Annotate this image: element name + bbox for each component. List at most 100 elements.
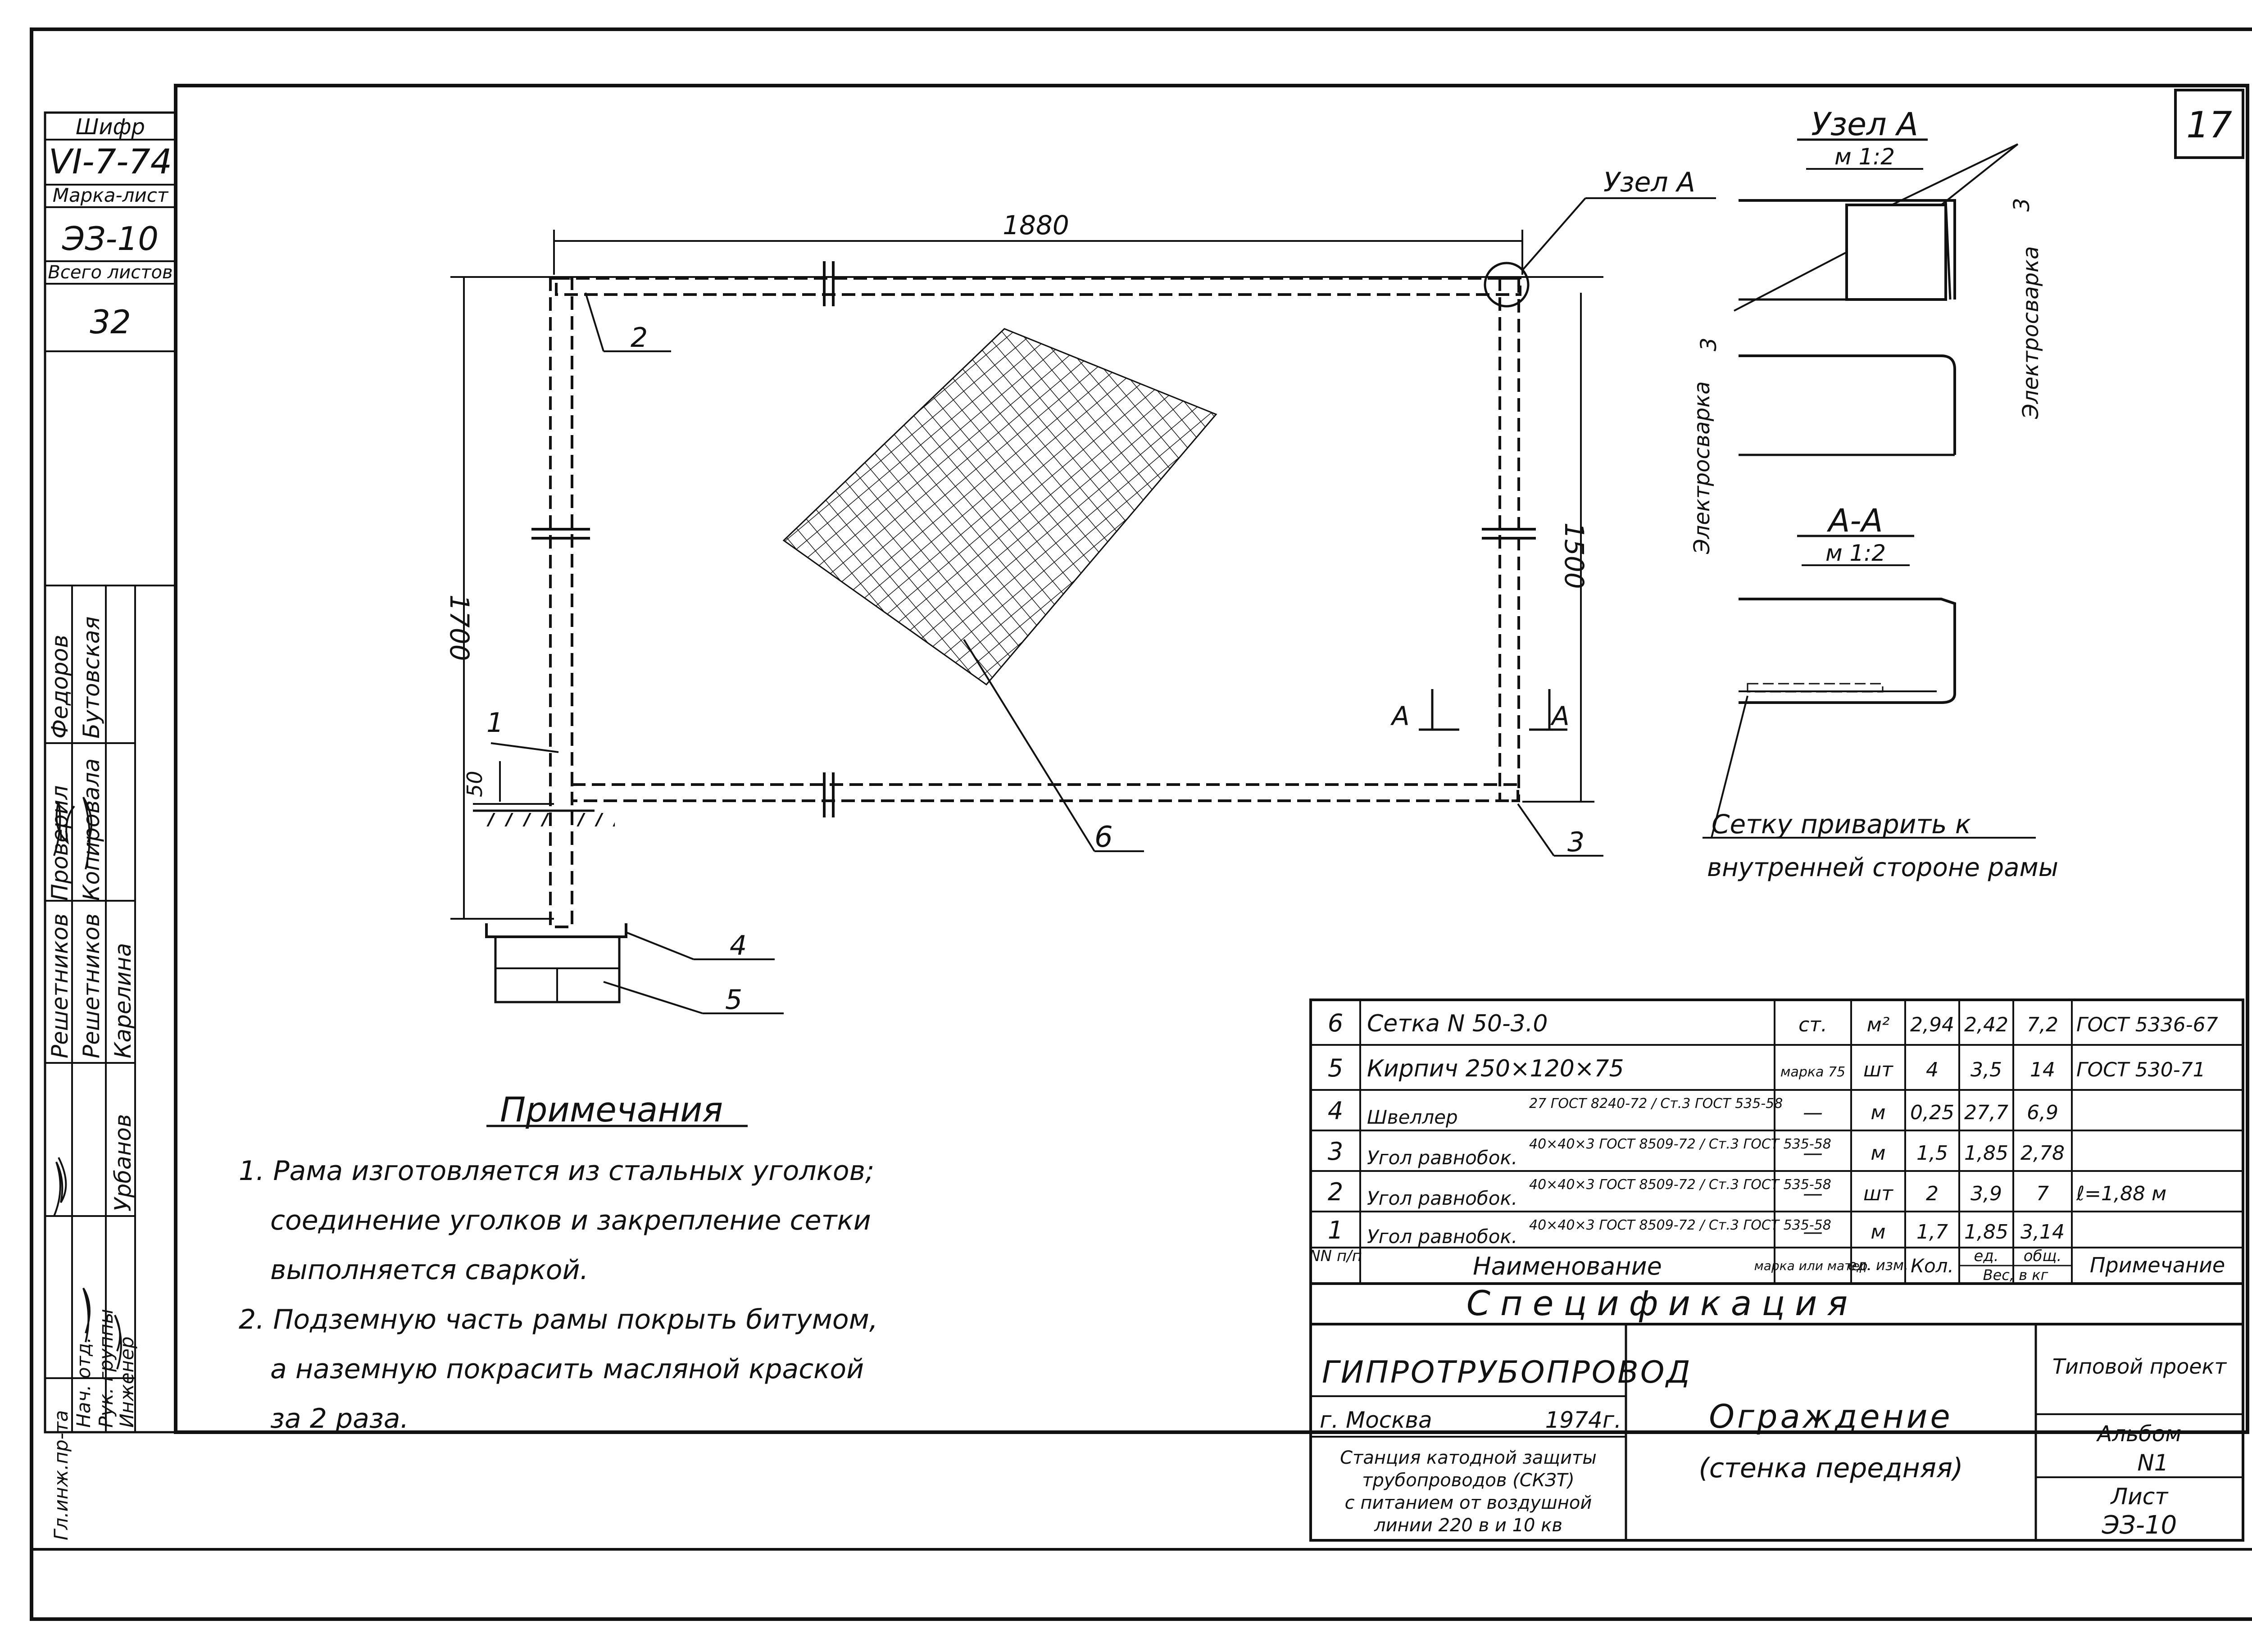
detail-node-a: Узел А м 1:2 Электросварка 3 Электросвар… xyxy=(1689,106,2043,554)
dim-width: 1880 xyxy=(1003,210,1069,241)
station-line: с питанием от воздушной xyxy=(1345,1493,1592,1513)
spec-cell-note: ГОСТ 5336-67 xyxy=(2076,1013,2218,1036)
fence-frame: 1880 Узел А 6 1700 xyxy=(444,167,1716,1016)
city: г. Москва xyxy=(1320,1407,1432,1433)
callout-4: 4 xyxy=(730,930,747,962)
stamp-name-1: Решетников xyxy=(47,913,73,1058)
spec-cell-name: Швеллер xyxy=(1367,1106,1458,1128)
album-label: Альбом xyxy=(2096,1421,2182,1447)
total-sheets-value: 32 xyxy=(90,303,131,341)
drawing-subtitle: (стенка передняя) xyxy=(1698,1452,1963,1484)
spec-cell-qty: 4 xyxy=(1926,1058,1939,1081)
spec-header-name: Наименование xyxy=(1473,1252,1662,1280)
stamp-name-6: Урбанов xyxy=(110,1114,136,1212)
stamp-name-5: Карелина xyxy=(110,943,136,1058)
spec-cell-w1: 1,85 xyxy=(1964,1142,2008,1165)
spec-cell-n: 1 xyxy=(1328,1216,1343,1244)
org-name: ГИПРОТРУБОПРОВОД xyxy=(1322,1355,1692,1390)
spec-cell-wt: 7,2 xyxy=(2027,1013,2058,1036)
mesh-net xyxy=(782,328,1217,686)
spec-cell-wt: 2,78 xyxy=(2020,1142,2065,1165)
spec-cell-wt: 7 xyxy=(2036,1182,2049,1205)
notes: Примечания 1. Рама изготовляется из стал… xyxy=(239,1089,878,1434)
stamp-name-4: Решетников xyxy=(78,913,104,1058)
channel xyxy=(485,923,627,938)
weld-label-left: Электросварка xyxy=(1689,381,1715,554)
spec-cell-mark: — xyxy=(1803,1101,1823,1124)
node-a-circle xyxy=(1484,262,1530,308)
section-mark-left: А xyxy=(1390,701,1410,731)
drawing-title: Ограждение xyxy=(1709,1398,1952,1435)
spec-cell-qty: 0,25 xyxy=(1910,1101,1954,1124)
node-a-title: Узел А xyxy=(1811,106,1918,143)
signature xyxy=(82,1287,91,1343)
dim-ground: 50 xyxy=(463,771,487,797)
note-line: а наземную покрасить масляной краской xyxy=(270,1353,864,1385)
stamp-name-3: Бутовская xyxy=(78,617,104,739)
role-chief: Гл.инж.пр-та xyxy=(50,1410,72,1540)
sheet-label: Лист xyxy=(2110,1484,2169,1510)
spec-cell-w1: 3,5 xyxy=(1970,1058,2002,1081)
spec-cell-qty: 2 xyxy=(1926,1182,1939,1205)
spec-cell-w1: 2,42 xyxy=(1964,1013,2008,1036)
spec-cell-qty: 1,7 xyxy=(1916,1221,1948,1244)
spec-cell-w1: 27,7 xyxy=(1964,1101,2008,1124)
spec-cell-unit: шт xyxy=(1863,1182,1893,1205)
spec-cell-n: 2 xyxy=(1328,1178,1343,1206)
spec-cell-sub: 40×40×3 ГОСТ 8509-72 / Ст.3 ГОСТ 535-58 xyxy=(1529,1177,1831,1193)
spec-header-unit: ед. изм. xyxy=(1848,1257,1908,1274)
sheet-number-box xyxy=(2174,89,2244,159)
top-angle xyxy=(555,277,1521,296)
signature xyxy=(82,796,92,870)
bottom-angle xyxy=(571,783,1519,802)
signature xyxy=(53,1157,67,1216)
spec-cell-qty: 1,5 xyxy=(1916,1142,1948,1165)
spec-cell-wt: 6,9 xyxy=(2027,1101,2058,1124)
station-line: линии 220 в и 10 кв xyxy=(1374,1515,1562,1536)
section-mark-right: А xyxy=(1550,701,1570,731)
note-line: 2. Подземную часть рамы покрыть битумом, xyxy=(239,1304,878,1335)
spec-cell-note: ГОСТ 530-71 xyxy=(2076,1058,2206,1081)
year: 1974г. xyxy=(1545,1407,1621,1433)
spec-cell-n: 5 xyxy=(1328,1054,1343,1082)
station-line: Станция катодной защиты xyxy=(1340,1448,1597,1468)
spec-cell-name: Угол равнобок. xyxy=(1367,1147,1517,1169)
spec-cell-n: 6 xyxy=(1328,1009,1343,1037)
spec-cell-unit: м xyxy=(1871,1221,1885,1244)
spec-cell-w1: 1,85 xyxy=(1964,1221,2008,1244)
spec-cell-mark: — xyxy=(1803,1221,1823,1244)
sheet-number: 17 xyxy=(2186,104,2232,146)
dim-height-total: 1700 xyxy=(444,595,475,661)
signature xyxy=(53,801,75,856)
detail-section-aa: А-А м 1:2 Сетку приварить к внутренней с… xyxy=(1703,502,2058,882)
dim-height-frame: 1500 xyxy=(1559,522,1589,589)
note-line: выполняется сваркой. xyxy=(270,1254,589,1286)
spec-cell-name: Кирпич 250×120×75 xyxy=(1367,1055,1624,1082)
weld-size-left: 3 xyxy=(1696,337,1721,351)
note-line: соединение уголков и закрепление сетки xyxy=(270,1205,871,1236)
spec-cell-sub: 27 ГОСТ 8240-72 / Ст.3 ГОСТ 535-58 xyxy=(1529,1096,1783,1112)
stamp-name-2: Федоров xyxy=(47,635,73,739)
spec-cell-n: 4 xyxy=(1328,1097,1343,1125)
spec-header-mark: марка или матер. xyxy=(1754,1258,1872,1273)
sheet-value: ЭЗ-10 xyxy=(2102,1511,2177,1540)
spec-cell-name: Угол равнобок. xyxy=(1367,1225,1517,1248)
callout-5: 5 xyxy=(725,984,742,1016)
node-a-scale: м 1:2 xyxy=(1834,144,1895,170)
station-line: трубопроводов (СКЗТ) xyxy=(1362,1470,1575,1491)
spec-cell-qty: 2,94 xyxy=(1910,1013,1954,1036)
weld-note-line1: Сетку приварить к xyxy=(1712,809,1971,840)
notes-title: Примечания xyxy=(500,1089,723,1130)
note-line: 1. Рама изготовляется из стальных уголко… xyxy=(239,1155,874,1187)
spec-cell-sub: 40×40×3 ГОСТ 8509-72 / Ст.3 ГОСТ 535-58 xyxy=(1529,1217,1831,1233)
role-group: Рук. группы xyxy=(95,1309,117,1428)
spec-cell-name: Угол равнобок. xyxy=(1367,1187,1517,1209)
spec-header-weight: Вес, в кг xyxy=(1983,1266,2048,1284)
section-aa-title: А-А xyxy=(1826,502,1883,539)
side-stamp: Шифр VI-7-74 Марка-лист ЭЗ-10 Всего лист… xyxy=(44,111,177,1540)
spec-cell-unit: м² xyxy=(1867,1013,1890,1036)
album-value: N1 xyxy=(2137,1450,2168,1476)
spec-title: Спецификация xyxy=(1467,1283,1857,1323)
